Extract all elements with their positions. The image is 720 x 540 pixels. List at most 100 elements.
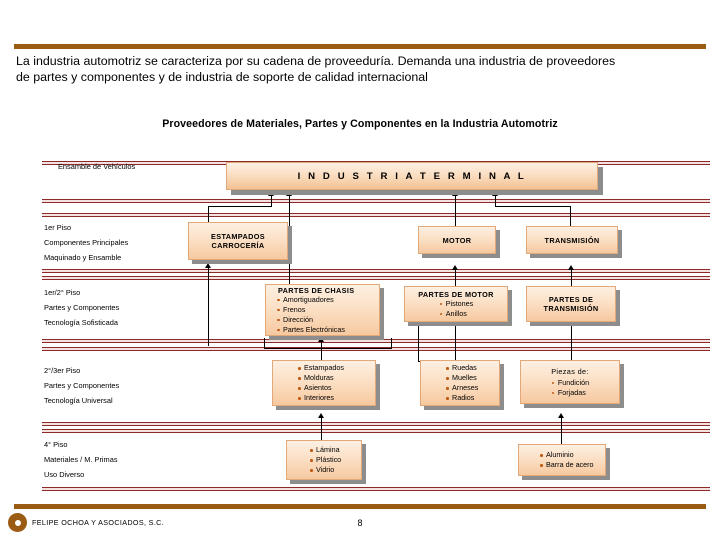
arrow-estampadosgrupo-to-chasis <box>318 337 324 342</box>
connector-estampadosgrupo-vertical <box>321 342 323 364</box>
list-item: Interiores <box>297 393 344 403</box>
list-item: Molduras <box>297 373 344 383</box>
list-item: Muelles <box>445 373 478 383</box>
connector-piezas-vertical <box>455 322 457 362</box>
list-item: Pistones <box>439 299 473 309</box>
box-motor: MOTOR <box>418 226 496 254</box>
tier-divider-1 <box>42 199 710 203</box>
list-item: Aluminio <box>539 450 594 460</box>
tier-divider-1b <box>42 213 710 217</box>
banner-label: I N D U S T R I A T E R M I N A L <box>297 170 527 182</box>
connector-tier3-bus <box>264 348 392 350</box>
arrow-partestransmision-to-transmision <box>568 265 574 270</box>
connector-partesmotor-vertical <box>455 270 457 288</box>
connector-chasis-vertical <box>289 196 291 286</box>
headline-line-2: de partes y componentes y de industria d… <box>16 70 428 84</box>
arrow-transmision-to-banner <box>492 191 498 196</box>
connector-estampados-vertical <box>208 206 210 234</box>
box-title: PARTES DE MOTOR <box>418 289 494 299</box>
box-list: Amortiguadores Frenos Dirección Partes E… <box>276 295 345 335</box>
tier-label-piso-4: 4° Piso Materiales / M. Primas Uso Diver… <box>44 437 118 482</box>
tier-label-line: 4° Piso <box>44 440 68 449</box>
tier-label-line: Componentes Principales <box>44 238 129 247</box>
list-item: Barra de acero <box>539 460 594 470</box>
list-item: Partes Electrónicas <box>276 325 345 335</box>
list-item: Amortiguadores <box>276 295 345 305</box>
connector-ruedas-vertical <box>418 300 420 362</box>
connector-piezas-right-vertical <box>571 322 573 362</box>
arrow-partesmotor-to-motor <box>452 265 458 270</box>
box-partes-de-chasis: PARTES DE CHASIS Amortiguadores Frenos D… <box>265 284 380 336</box>
box-transmision: TRANSMISIÓN <box>526 226 618 254</box>
box-title: Piezas de: <box>551 366 589 376</box>
tier-label-line: Uso Diverso <box>44 470 85 479</box>
company-logo-icon <box>8 513 27 532</box>
list-item: Frenos <box>276 305 345 315</box>
tier-label-line: Ensamble de Vehículos <box>58 162 136 171</box>
tier-label-line: Tecnología Universal <box>44 396 113 405</box>
list-item: Anillos <box>439 309 474 319</box>
list-item: Ruedas <box>445 363 478 373</box>
list-item: Fundición <box>551 378 589 388</box>
tier-label-line: 1er/2° Piso <box>44 288 81 297</box>
list-item: Dirección <box>276 315 345 325</box>
tier-divider-2b <box>42 276 710 280</box>
box-metales-grupo: Aluminio Barra de acero <box>518 444 606 476</box>
box-title: TRANSMISIÓN <box>544 235 600 245</box>
tier-divider-2 <box>42 269 710 273</box>
box-partes-de-motor: PARTES DE MOTOR Pistones Anillos <box>404 286 508 322</box>
arrow-estampados-to-banner <box>268 191 274 196</box>
tier-label-ensamble: Ensamble de Vehículos <box>58 159 135 174</box>
arrow-motor-to-banner <box>452 191 458 196</box>
tier-label-line: 1er Piso <box>44 223 72 232</box>
tier-divider-4b <box>42 429 710 433</box>
box-piezas-grupo: Piezas de: Fundición Forjadas <box>520 360 620 404</box>
list-item: Radios <box>445 393 478 403</box>
list-item: Estampados <box>297 363 344 373</box>
headline: La industria automotriz se caracteriza p… <box>16 53 706 85</box>
tier-label-piso-1: 1er Piso Componentes Principales Maquina… <box>44 220 128 265</box>
connector-estampados-horizontal <box>208 206 272 208</box>
list-item: Plástico <box>309 455 341 465</box>
connector-materiales-vertical <box>321 418 323 444</box>
list-item: Forjadas <box>551 388 589 398</box>
connector-motor-vertical <box>455 196 457 228</box>
box-list: Aluminio Barra de acero <box>529 450 594 470</box>
tier-label-line: Partes y Componentes <box>44 303 120 312</box>
connector-transmision-riser <box>495 196 497 207</box>
top-rule <box>14 44 706 49</box>
box-title-line2: CARROCERÍA <box>211 241 265 250</box>
headline-line-1: La industria automotriz se caracteriza p… <box>16 54 616 68</box>
connector-estampados-riser <box>271 196 273 207</box>
industria-terminal-banner: I N D U S T R I A T E R M I N A L <box>226 162 598 190</box>
box-list: Estampados Molduras Asientos Interiores <box>283 363 344 403</box>
footer-company-name: FELIPE OCHOA Y ASOCIADOS, S.C. <box>32 518 165 527</box>
list-item: Asientos <box>297 383 344 393</box>
box-ruedas-grupo: Ruedas Muelles Arneses Radios <box>420 360 500 406</box>
list-item: Arneses <box>445 383 478 393</box>
tier-label-line: Maquinado y Ensamble <box>44 253 122 262</box>
list-item: Vidrio <box>309 465 341 475</box>
bottom-rule <box>14 504 706 509</box>
connector-estampados-down <box>208 268 210 346</box>
box-title: MOTOR <box>442 235 472 245</box>
box-materiales-grupo: Lámina Plástico Vidrio <box>286 440 362 480</box>
box-estampados-grupo: Estampados Molduras Asientos Interiores <box>272 360 376 406</box>
connector-metales-vertical <box>561 418 563 444</box>
box-title-line1: ESTAMPADOS <box>211 232 265 241</box>
box-title-line1: PARTES DE <box>548 295 594 304</box>
tier-label-line: Tecnología Sofisticada <box>44 318 118 327</box>
tier-label-piso-2-3: 2°/3er Piso Partes y Componentes Tecnolo… <box>44 363 119 408</box>
box-list: Lámina Plástico Vidrio <box>297 445 341 475</box>
tier-label-line: Materiales / M. Primas <box>44 455 118 464</box>
connector-tier3-left-riser <box>264 338 266 349</box>
diagram-title: Proveedores de Materiales, Partes y Comp… <box>162 118 558 130</box>
arrow-to-estampados <box>205 263 211 268</box>
box-list: Fundición Forjadas <box>551 378 589 398</box>
arrow-metales-to-piezas <box>558 413 564 418</box>
connector-transmision-horizontal <box>495 206 571 208</box>
page-number: 8 <box>357 518 363 528</box>
tier-divider-5 <box>42 487 710 491</box>
box-title-line2: TRANSMISIÓN <box>543 304 599 313</box>
